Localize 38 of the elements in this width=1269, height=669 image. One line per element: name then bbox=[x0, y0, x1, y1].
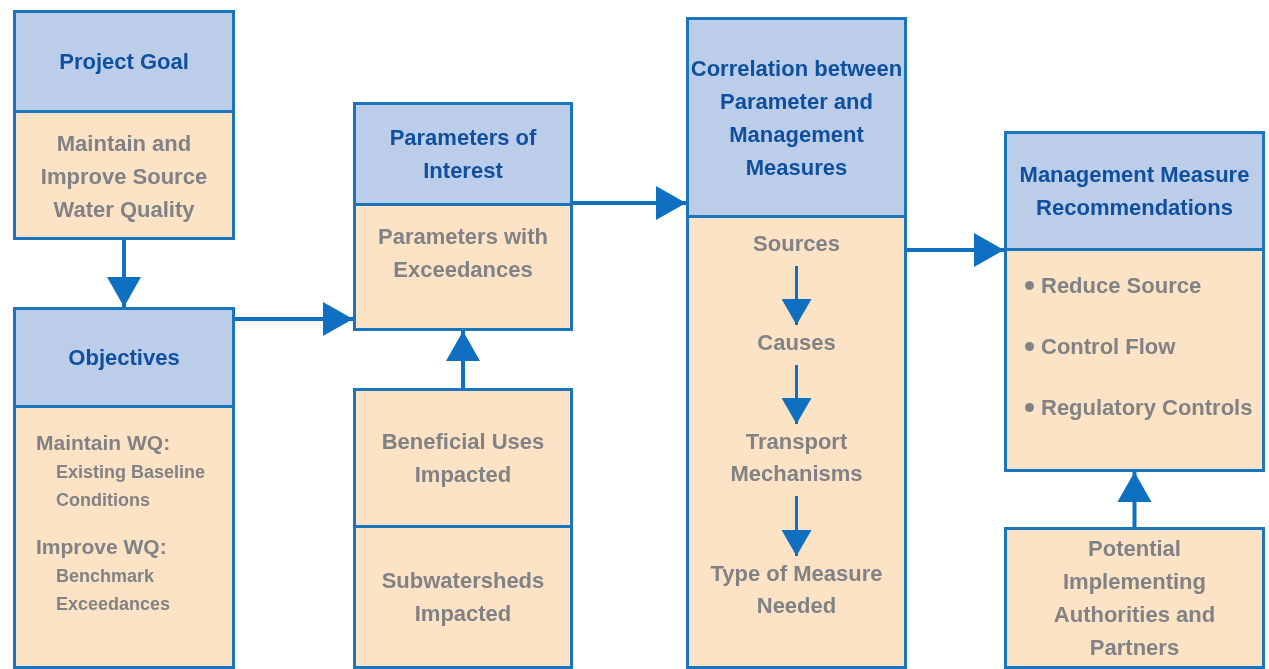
process-box bbox=[1004, 527, 1265, 669]
arrow bbox=[573, 186, 686, 220]
step-text: Causes bbox=[709, 327, 884, 361]
bullet-item: Reduce Source bbox=[1025, 269, 1202, 302]
card-heading: Correlation between Parameter and Management Measures bbox=[689, 54, 904, 182]
card-heading: Project Goal bbox=[59, 48, 189, 76]
card-heading: Management Measure Recommendations bbox=[1018, 161, 1251, 222]
process-box bbox=[353, 525, 573, 669]
arrow bbox=[781, 365, 812, 424]
box-text: Potential Implementing Authorities and Partners bbox=[1052, 535, 1217, 662]
card-text: Parameters with Exceedances bbox=[377, 223, 549, 284]
card-text: Maintain WQ: bbox=[36, 430, 171, 456]
arrow bbox=[781, 266, 812, 325]
bullet-item: Regulatory Controls bbox=[1025, 391, 1253, 424]
arrow bbox=[1117, 472, 1152, 527]
process-card bbox=[353, 102, 573, 331]
card-text: Improve WQ: bbox=[36, 534, 167, 560]
process-card bbox=[1004, 131, 1265, 472]
arrow bbox=[107, 240, 141, 307]
card-heading: Objectives bbox=[68, 344, 180, 372]
arrow bbox=[235, 302, 353, 336]
box-text: Subwatersheds Impacted bbox=[380, 567, 546, 628]
arrow bbox=[446, 331, 480, 388]
card-text: Maintain and Improve Source Water Quality bbox=[39, 130, 209, 224]
bullet-item: Control Flow bbox=[1025, 330, 1176, 363]
step-text: Transport Mechanisms bbox=[699, 426, 894, 492]
process-card bbox=[686, 17, 907, 669]
process-card bbox=[13, 307, 235, 669]
card-text: Benchmark Exceedances bbox=[55, 565, 172, 616]
step-text: Type of Measure Needed bbox=[699, 558, 894, 656]
arrow bbox=[781, 496, 812, 556]
card-heading: Parameters of Interest bbox=[388, 124, 538, 185]
step-text: Sources bbox=[709, 228, 884, 262]
arrow bbox=[907, 233, 1004, 267]
process-box bbox=[353, 388, 573, 528]
card-text: Existing Baseline Conditions bbox=[55, 461, 207, 512]
box-text: Beneficial Uses Impacted bbox=[380, 428, 546, 489]
process-card bbox=[13, 10, 235, 240]
